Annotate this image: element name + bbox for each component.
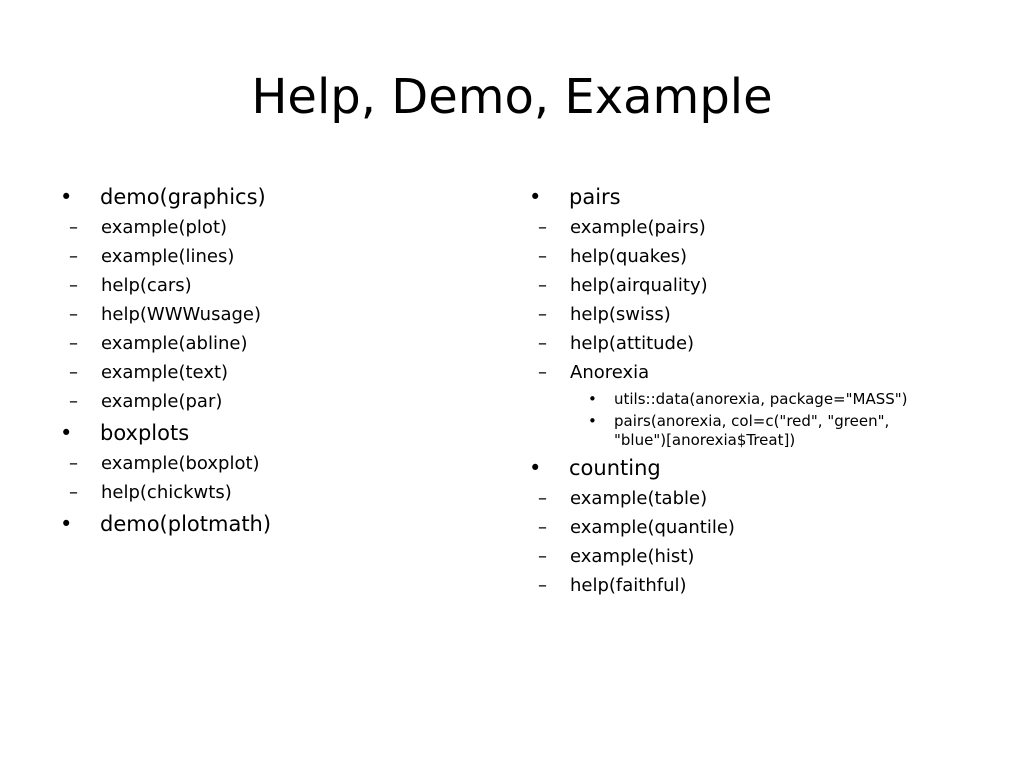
item-label: example(hist) (570, 546, 695, 567)
demo-graphics-items: – example(plot) – example(lines) – help(car… (56, 213, 476, 416)
bullet-icon: • (60, 421, 73, 445)
list-item: – help(quakes) (525, 242, 995, 271)
item-label: example(lines) (101, 246, 235, 267)
dash-icon: – (69, 246, 78, 267)
item-label: example(abline) (101, 333, 248, 354)
dash-icon: – (538, 275, 547, 296)
list-item: – help(cars) (56, 271, 476, 300)
list-item: • pairs(anorexia, col=c("red", "green", "… (570, 412, 914, 450)
list-item: – example(hist) (525, 542, 995, 571)
item-label: example(plot) (101, 217, 228, 238)
list-item: – example(abline) (56, 329, 476, 358)
sublist-pairs: – example(pairs) – help(quakes) – help(airq… (525, 213, 995, 450)
anorexia-items: • utils::data(anorexia, package="MASS") •… (570, 390, 995, 450)
bullet-icon: • (588, 412, 597, 430)
item-label: help(airquality) (570, 275, 708, 296)
dash-icon: – (538, 517, 547, 538)
list-item: – example(par) (56, 387, 476, 416)
dash-icon: – (538, 333, 547, 354)
item-label: help(WWWusage) (101, 304, 262, 325)
dash-icon: – (69, 217, 78, 238)
list-item: – example(table) (525, 484, 995, 513)
bullet-counting: • counting (525, 453, 995, 484)
list-item: – example(text) (56, 358, 476, 387)
bullet-label: pairs (569, 185, 621, 209)
left-bullet-list: • demo(graphics) – example(plot) – example… (56, 182, 476, 540)
dash-icon: – (69, 453, 78, 474)
bullet-label: counting (569, 456, 661, 480)
dash-icon: – (69, 333, 78, 354)
bullet-icon: • (60, 512, 73, 536)
dash-icon: – (69, 391, 78, 412)
list-item: • utils::data(anorexia, package="MASS") (570, 390, 914, 409)
item-label: example(pairs) (570, 217, 706, 238)
bullet-label: demo(graphics) (100, 185, 266, 209)
list-item: – help(WWWusage) (56, 300, 476, 329)
list-item: – help(swiss) (525, 300, 995, 329)
bullet-demo-graphics: • demo(graphics) (56, 182, 476, 213)
list-item: – example(lines) (56, 242, 476, 271)
sublist-demo-graphics: – example(plot) – example(lines) – help(car… (56, 213, 476, 416)
pairs-items: – example(pairs) – help(quakes) – help(airq… (525, 213, 995, 450)
list-item: – help(chickwts) (56, 478, 476, 507)
bullet-icon: • (60, 185, 73, 209)
dash-icon: – (538, 246, 547, 267)
bullet-icon: • (588, 390, 597, 408)
bullet-label: demo(plotmath) (100, 512, 272, 536)
item-label: help(swiss) (570, 304, 671, 325)
list-item-anorexia: – Anorexia (525, 358, 995, 387)
item-label: example(text) (101, 362, 229, 383)
item-label: utils::data(anorexia, package="MASS") (614, 390, 908, 408)
left-column: • demo(graphics) – example(plot) – example… (56, 180, 476, 540)
item-label: example(boxplot) (101, 453, 260, 474)
item-label: help(quakes) (570, 246, 688, 267)
item-label: help(cars) (101, 275, 192, 296)
dash-icon: – (538, 575, 547, 596)
dash-icon: – (538, 546, 547, 567)
dash-icon: – (69, 275, 78, 296)
list-item: – help(attitude) (525, 329, 995, 358)
dash-icon: – (538, 217, 547, 238)
bullet-demo-plotmath: • demo(plotmath) (56, 509, 476, 540)
right-bullet-list: • pairs – example(pairs) – help(quakes) – h… (525, 182, 995, 600)
sublist-boxplots: – example(boxplot) – help(chickwts) (56, 449, 476, 507)
dash-icon: – (69, 362, 78, 383)
bullet-pairs: • pairs (525, 182, 995, 213)
list-item: – example(pairs) (525, 213, 995, 242)
dash-icon: – (538, 304, 547, 325)
item-label: example(par) (101, 391, 223, 412)
list-item: – example(plot) (56, 213, 476, 242)
dash-icon: – (69, 304, 78, 325)
item-label: help(chickwts) (101, 482, 232, 503)
item-label: example(quantile) (570, 517, 735, 538)
slide-title: Help, Demo, Example (251, 69, 773, 125)
item-label: help(faithful) (570, 575, 687, 596)
item-label: example(table) (570, 488, 708, 509)
right-column: • pairs – example(pairs) – help(quakes) – h… (525, 180, 995, 600)
dash-icon: – (69, 482, 78, 503)
list-item: – example(quantile) (525, 513, 995, 542)
counting-items: – example(table) – example(quantile) – exam… (525, 484, 995, 600)
item-label: pairs(anorexia, col=c("red", "green", "b… (614, 412, 890, 449)
dash-icon: – (538, 362, 547, 383)
sublist-counting: – example(table) – example(quantile) – exam… (525, 484, 995, 600)
item-label: Anorexia (570, 362, 650, 383)
dash-icon: – (538, 488, 547, 509)
sublist-anorexia: • utils::data(anorexia, package="MASS") •… (525, 390, 995, 450)
bullet-icon: • (529, 185, 542, 209)
boxplots-items: – example(boxplot) – help(chickwts) (56, 449, 476, 507)
list-item: – help(airquality) (525, 271, 995, 300)
bullet-boxplots: • boxplots (56, 418, 476, 449)
list-item: – help(faithful) (525, 571, 995, 600)
item-label: help(attitude) (570, 333, 695, 354)
bullet-icon: • (529, 456, 542, 480)
list-item: – example(boxplot) (56, 449, 476, 478)
bullet-label: boxplots (100, 421, 190, 445)
